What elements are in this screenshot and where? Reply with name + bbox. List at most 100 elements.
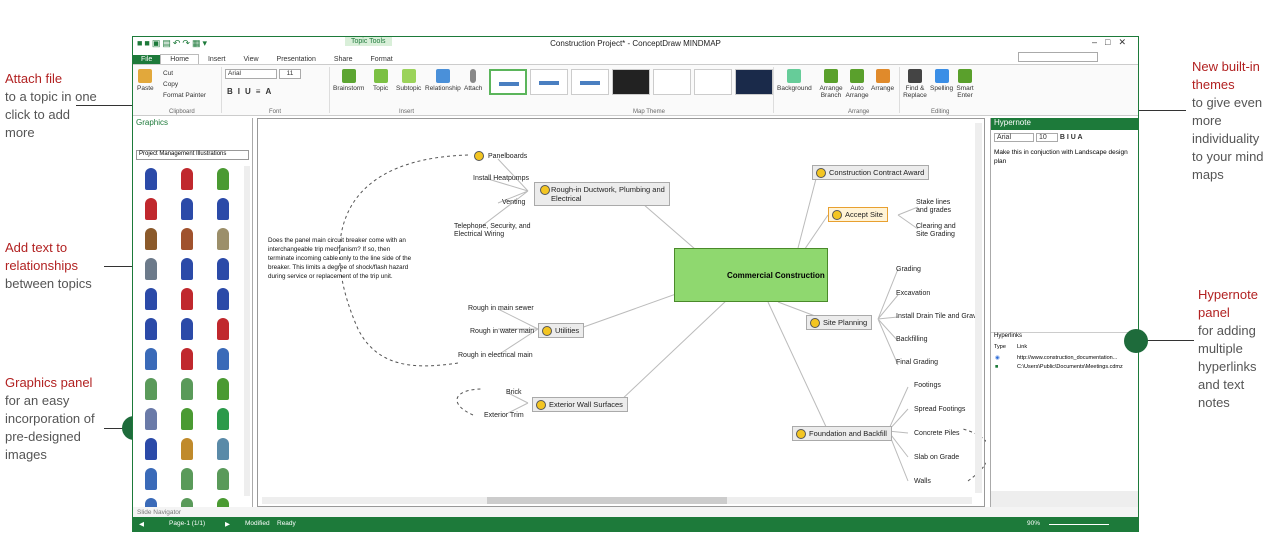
graphic-item[interactable] (137, 376, 167, 402)
subtopic-drain[interactable]: Install Drain Tile and Gravel (896, 313, 982, 320)
subtopic-grading[interactable]: Grading (896, 266, 921, 273)
format-painter-button[interactable]: Format Painter (163, 92, 206, 99)
topic-ductwork[interactable]: Rough-in Ductwork, Plumbing and Electric… (534, 182, 670, 206)
arrange-button[interactable]: Arrange (871, 69, 894, 92)
copy-button[interactable]: Copy (163, 81, 179, 88)
graphic-item[interactable] (137, 256, 167, 282)
graphic-item[interactable] (137, 406, 167, 432)
tab-view[interactable]: View (243, 56, 259, 63)
font-name-select[interactable]: Arial (225, 69, 277, 79)
central-topic[interactable]: Commercial Construction (674, 248, 828, 302)
tab-home[interactable]: Home (160, 54, 199, 64)
next-page-icon[interactable]: ▶ (225, 521, 230, 528)
prev-page-icon[interactable]: ◀ (139, 521, 144, 528)
graphic-item[interactable] (209, 196, 239, 222)
theme-thumb[interactable] (694, 69, 732, 95)
subtopic-water[interactable]: Rough in water main (470, 328, 535, 335)
graphic-item[interactable] (173, 166, 203, 192)
topic-exterior[interactable]: Exterior Wall Surfaces (532, 397, 628, 412)
subtopic-button[interactable]: Subtopic (396, 69, 421, 92)
subtopic-backfilling[interactable]: Backfilling (896, 336, 928, 343)
graphic-item[interactable] (209, 256, 239, 282)
graphic-item[interactable] (209, 436, 239, 462)
graphic-item[interactable] (137, 436, 167, 462)
graphic-item[interactable] (173, 226, 203, 252)
tab-format[interactable]: Format (370, 56, 393, 63)
subtopic-trim[interactable]: Exterior Trim (484, 412, 524, 419)
hypernote-size-select[interactable]: 10 (1035, 133, 1058, 142)
graphic-item[interactable] (173, 286, 203, 312)
tab-file[interactable]: File (133, 55, 161, 64)
graphics-library-select[interactable]: Project Management Illustrations (136, 150, 249, 160)
graphic-item[interactable] (137, 286, 167, 312)
graphics-scrollbar[interactable] (244, 166, 250, 496)
theme-thumb[interactable] (530, 69, 568, 95)
subtopic-piles[interactable]: Concrete Piles (914, 430, 960, 437)
graphic-item[interactable] (173, 196, 203, 222)
hypernote-footer-toolbar[interactable] (991, 491, 1138, 507)
subtopic-stake[interactable]: Stake lines and grades (916, 199, 952, 214)
graphic-item[interactable] (209, 286, 239, 312)
subtopic-panelboards[interactable]: Panelboards (488, 153, 528, 160)
graphic-item[interactable] (209, 166, 239, 192)
graphic-item[interactable] (173, 346, 203, 372)
graphic-item[interactable] (173, 406, 203, 432)
graphic-item[interactable] (209, 406, 239, 432)
graphic-item[interactable] (137, 166, 167, 192)
theme-thumb[interactable] (653, 69, 691, 95)
map-canvas[interactable]: Commercial Construction Does the panel m… (257, 118, 986, 507)
subtopic-excavation[interactable]: Excavation (896, 290, 931, 297)
topic-foundation[interactable]: Foundation and Backfill (792, 426, 892, 441)
relationship-button[interactable]: Relationship (425, 69, 461, 92)
cut-button[interactable]: Cut (163, 70, 174, 77)
theme-thumb[interactable] (612, 69, 650, 95)
background-button[interactable]: Background (777, 69, 812, 92)
subtopic-footings[interactable]: Footings (914, 382, 941, 389)
tab-presentation[interactable]: Presentation (276, 56, 316, 63)
topic-site-planning[interactable]: Site Planning (806, 315, 873, 330)
find-replace-button[interactable]: Find & Replace (903, 69, 927, 99)
format-buttons[interactable]: BIU≡A (227, 87, 277, 96)
window-controls[interactable]: –□✕ (1092, 37, 1134, 47)
font-size-select[interactable]: 11 (279, 69, 301, 79)
graphic-item[interactable] (209, 376, 239, 402)
subtopic-walls[interactable]: Walls (914, 478, 931, 485)
paste-button[interactable]: Paste (137, 69, 154, 92)
hypernote-text[interactable]: Make this in conjuction with Landscape d… (994, 149, 1128, 165)
graphic-item[interactable] (209, 346, 239, 372)
graphic-item[interactable] (173, 466, 203, 492)
arrange-branch-button[interactable]: Arrange Branch (819, 69, 843, 99)
graphic-item[interactable] (209, 316, 239, 342)
tab-insert[interactable]: Insert (207, 56, 226, 63)
hyperlink-row[interactable]: ◉ http://www.construction_documentation.… (991, 355, 1138, 364)
graphic-item[interactable] (137, 196, 167, 222)
search-input[interactable] (1018, 52, 1098, 62)
graphic-item[interactable] (137, 466, 167, 492)
hypernote-font-select[interactable]: Arial (994, 133, 1034, 142)
subtopic-spread[interactable]: Spread Footings (914, 406, 966, 413)
graphic-item[interactable] (173, 376, 203, 402)
theme-thumb[interactable] (571, 69, 609, 95)
zoom-slider[interactable] (1049, 524, 1109, 525)
subtopic-telephone[interactable]: Telephone, Security, and Electrical Wiri… (454, 223, 531, 238)
subtopic-electrical[interactable]: Rough in electrical main (458, 352, 533, 359)
hypernote-format-buttons[interactable]: B I U A (1059, 134, 1083, 141)
quick-access-toolbar[interactable]: ■■▣▤↶↷▦▾ (137, 38, 209, 48)
spelling-button[interactable]: Spelling (930, 69, 953, 92)
graphic-item[interactable] (173, 436, 203, 462)
graphic-item[interactable] (173, 256, 203, 282)
graphic-item[interactable] (137, 316, 167, 342)
theme-thumb[interactable] (735, 69, 773, 95)
subtopic-brick[interactable]: Brick (506, 389, 522, 396)
subtopic-sewer[interactable]: Rough in main sewer (468, 305, 534, 312)
smart-enter-button[interactable]: Smart Enter (955, 69, 975, 99)
graphic-item[interactable] (137, 346, 167, 372)
topic-button[interactable]: Topic (373, 69, 388, 92)
theme-thumb[interactable] (489, 69, 527, 95)
graphic-item[interactable] (173, 316, 203, 342)
canvas-vscrollbar[interactable] (975, 123, 982, 493)
subtopic-slab[interactable]: Slab on Grade (914, 454, 960, 461)
subtopic-final-grading[interactable]: Final Grading (896, 359, 939, 366)
tab-share[interactable]: Share (333, 56, 353, 63)
attach-button[interactable]: Attach (464, 69, 482, 92)
